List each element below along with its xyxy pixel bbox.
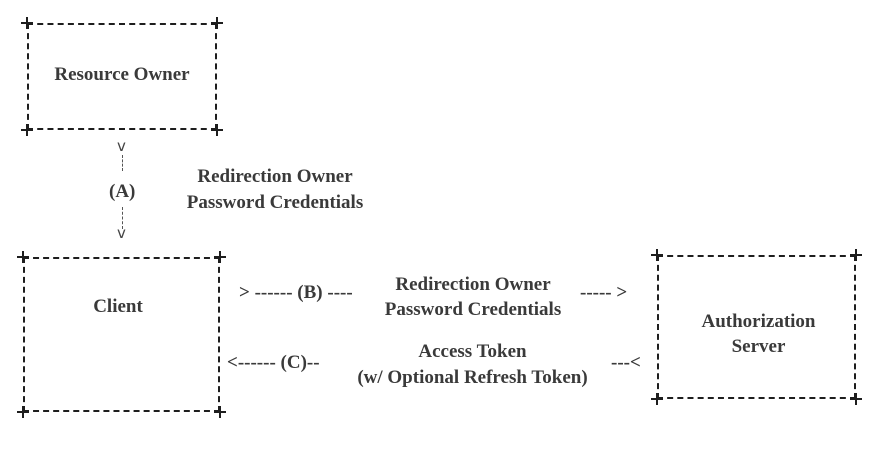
corner-marker xyxy=(651,393,663,405)
flow-c-label-line1: Access Token xyxy=(418,341,527,362)
flow-b-label-line2: Password Credentials xyxy=(384,299,562,320)
corner-marker xyxy=(850,393,862,405)
flow-a-line-bottom xyxy=(122,207,123,229)
client-box xyxy=(23,257,220,412)
corner-marker xyxy=(211,124,223,136)
corner-marker xyxy=(21,17,33,29)
flow-b-label-line1: Redirection Owner xyxy=(395,274,551,295)
corner-marker xyxy=(21,124,33,136)
authorization-server-label-line1: Authorization xyxy=(701,311,816,332)
corner-marker xyxy=(17,406,29,418)
client-label: Client xyxy=(93,296,143,317)
flow-a-label-line2: Password Credentials xyxy=(186,192,364,213)
flow-c-arrow-start: <------ (C)-- xyxy=(227,352,320,373)
arrow-down-icon: v xyxy=(117,224,126,242)
resource-owner-box xyxy=(27,23,217,130)
flow-c-label-line2: (w/ Optional Refresh Token) xyxy=(357,367,588,388)
resource-owner-label: Resource Owner xyxy=(54,64,190,85)
flow-a-step: (A) xyxy=(109,181,136,202)
corner-marker xyxy=(651,249,663,261)
flow-c-arrow-end: ---< xyxy=(611,352,641,373)
flow-b-arrow-end: ----- > xyxy=(580,282,628,303)
flow-b-arrow-start: > ------ (B) ---- xyxy=(239,282,353,303)
flow-a-line-top xyxy=(122,155,123,171)
arrow-down-icon: v xyxy=(117,137,126,155)
corner-marker xyxy=(211,17,223,29)
flow-a-label-line1: Redirection Owner xyxy=(197,166,353,187)
authorization-server-label-line2: Server xyxy=(731,336,786,357)
corner-marker xyxy=(850,249,862,261)
corner-marker xyxy=(214,406,226,418)
corner-marker xyxy=(214,251,226,263)
authorization-server-box xyxy=(657,255,856,399)
corner-marker xyxy=(17,251,29,263)
